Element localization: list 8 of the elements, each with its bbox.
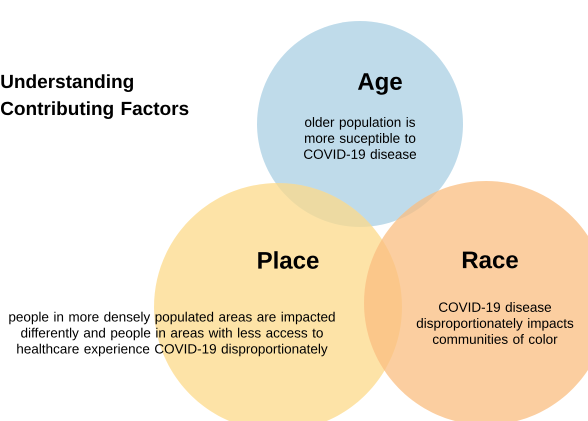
venn-circle — [257, 21, 463, 227]
circle-heading: Age — [358, 73, 402, 95]
circle-heading: Place — [258, 251, 319, 269]
circle-description: older population is more suceptible to COVID-19 disease — [304, 117, 416, 159]
circle-description: COVID-19 disease disproportionately impacts communities of color — [416, 302, 574, 344]
circle-description: people in more densely populated areas are impacted differently and people in areas with less access to healthcare experience COVID-19 disproportionately — [9, 312, 335, 356]
circle-heading: Race — [462, 252, 518, 268]
title: Understanding Contributing Factors — [1, 74, 188, 119]
